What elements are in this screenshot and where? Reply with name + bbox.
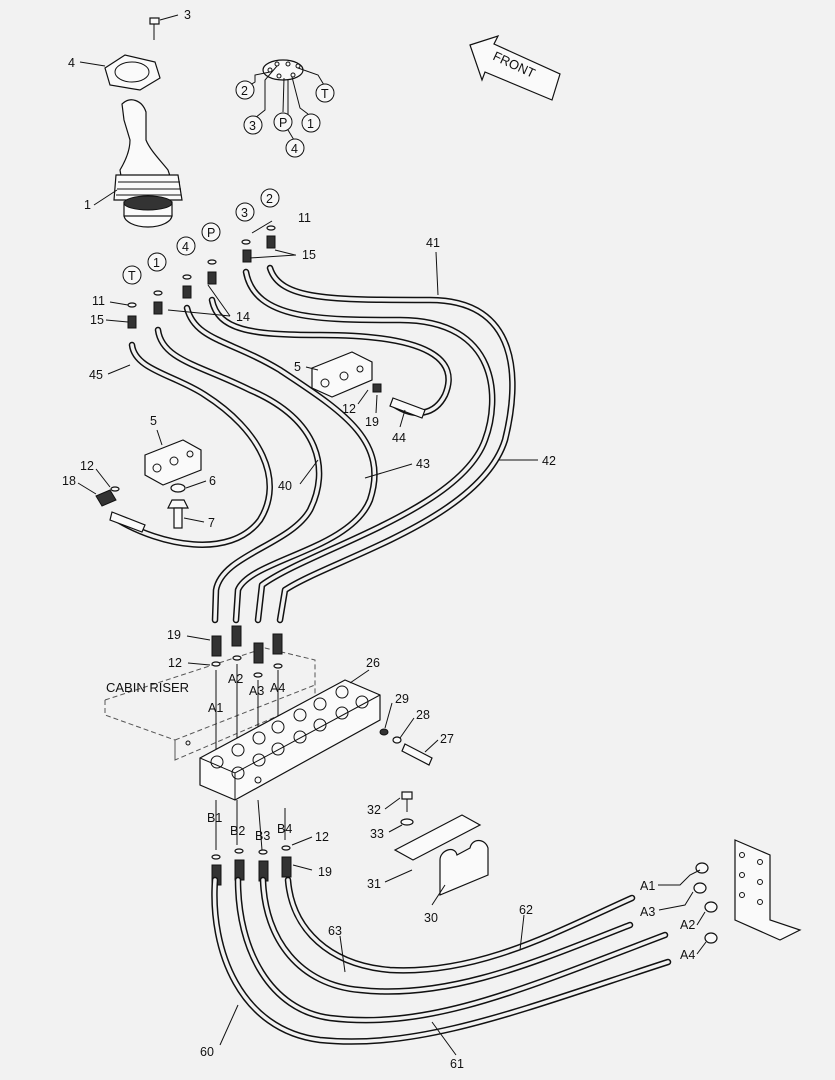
part-4: 4: [68, 56, 75, 70]
distribution-block-lower: [95, 439, 202, 533]
upper-hoses: [114, 264, 516, 624]
part-44: 44: [392, 431, 406, 445]
bracket-port-a1: A1: [640, 879, 655, 893]
port-a2: A2: [228, 672, 243, 686]
port-t-label: T: [321, 87, 329, 101]
part-31: 31: [367, 877, 381, 891]
port-a3: A3: [249, 684, 264, 698]
part-40: 40: [278, 479, 292, 493]
fitting-port-circles: 3 2 4 P T 1: [122, 188, 280, 285]
part-3: 3: [184, 8, 191, 22]
port-p-label: P: [279, 116, 287, 130]
port-3-label: 3: [249, 119, 256, 133]
fitting-port-1: 1: [153, 256, 160, 270]
front-direction-arrow: FRONT: [469, 34, 561, 101]
part-12-valve-upper: 12: [168, 656, 182, 670]
mounting-bracket: [693, 839, 802, 944]
part-18: 18: [62, 474, 76, 488]
part-19-valve-upper: 19: [167, 628, 181, 642]
part-33: 33: [370, 827, 384, 841]
part-61: 61: [450, 1057, 464, 1071]
joystick-handle: [119, 99, 173, 183]
part-41: 41: [426, 236, 440, 250]
part-62: 62: [519, 903, 533, 917]
screw-head-3: [149, 17, 160, 25]
part-19-upper: 19: [365, 415, 379, 429]
part-11-left: 11: [92, 294, 105, 308]
part-60: 60: [200, 1045, 214, 1059]
part-5-lower: 5: [150, 414, 157, 428]
part-28: 28: [416, 708, 430, 722]
part-63: 63: [328, 924, 342, 938]
fitting-port-3: 3: [241, 206, 248, 220]
part-12-upper: 12: [342, 402, 356, 416]
part-19-valve-lower: 19: [318, 865, 332, 879]
port-labels: A1 A2 A3 A4 B1 B2 B3 B4 A1 A3 A2 A4: [207, 672, 695, 962]
part-26: 26: [366, 656, 380, 670]
part-32: 32: [367, 803, 381, 817]
port-a4: A4: [270, 681, 285, 695]
valve-upper-fittings: [211, 625, 283, 750]
part-27: 27: [440, 732, 454, 746]
part-45: 45: [89, 368, 103, 382]
part-12-valve-lower: 12: [315, 830, 329, 844]
part-30: 30: [424, 911, 438, 925]
valve-manifold-26: [199, 679, 433, 801]
port-b3: B3: [255, 829, 270, 843]
port-layout-diagram: 2 3 P 1 4 T: [235, 59, 335, 158]
hose-clamp-assembly: [393, 791, 489, 896]
part-5-upper: 5: [294, 360, 301, 374]
fitting-port-p: P: [207, 226, 215, 240]
port-a1: A1: [208, 701, 223, 715]
port-b4: B4: [277, 822, 292, 836]
part-43: 43: [416, 457, 430, 471]
fitting-port-2: 2: [266, 192, 273, 206]
part-14: 14: [236, 310, 250, 324]
part-7: 7: [208, 516, 215, 530]
port-b2: B2: [230, 824, 245, 838]
leader-lines: [77, 220, 707, 1056]
part-29: 29: [395, 692, 409, 706]
part-11-top: 11: [298, 211, 311, 225]
cabin-riser-label: CABIN RISER: [106, 680, 189, 695]
port-4-label: 4: [291, 142, 298, 156]
bracket-port-a3: A3: [640, 905, 655, 919]
valve-lower-fittings: [211, 799, 292, 886]
lower-hoses: [211, 876, 672, 1045]
bracket-port-a4: A4: [680, 948, 695, 962]
joystick-assembly: [79, 14, 183, 228]
part-12-lower: 12: [80, 459, 94, 473]
flange-plate-4: [104, 54, 161, 91]
part-numbers: 3 4 1 11 15 41 11 15 14 45 5 12 19 44 5 …: [62, 8, 556, 1071]
part-42: 42: [542, 454, 556, 468]
port-2-label: 2: [241, 84, 248, 98]
fitting-port-4: 4: [182, 240, 189, 254]
distribution-block-upper: [311, 351, 426, 419]
fitting-port-t: T: [128, 269, 136, 283]
top-fittings: [127, 225, 276, 329]
part-6: 6: [209, 474, 216, 488]
bracket-port-a2: A2: [680, 918, 695, 932]
part-15-top: 15: [302, 248, 316, 262]
part-15-left: 15: [90, 313, 104, 327]
port-b1: B1: [207, 811, 222, 825]
port-1-label: 1: [307, 117, 314, 131]
part-1: 1: [84, 198, 91, 212]
